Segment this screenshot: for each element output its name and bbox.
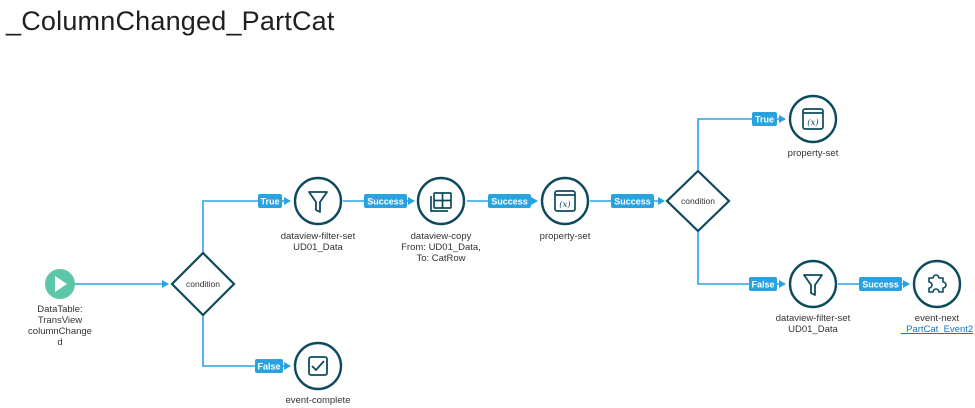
edge-label-false1: False xyxy=(255,359,283,373)
node-filter1-label: dataview-filter-set UD01_Data xyxy=(280,231,356,253)
filter-icon xyxy=(308,191,328,213)
node-prop2[interactable]: (x) xyxy=(788,94,838,144)
filter-icon xyxy=(803,274,823,296)
table-icon xyxy=(430,192,452,212)
node-complete[interactable] xyxy=(293,341,343,391)
variable-icon: (x) xyxy=(554,190,576,212)
svg-text:True: True xyxy=(755,115,774,125)
node-next[interactable] xyxy=(912,259,962,309)
svg-text:(x): (x) xyxy=(559,199,570,210)
svg-text:True: True xyxy=(260,197,279,207)
edge-label-success2: Success xyxy=(488,194,531,208)
svg-text:False: False xyxy=(257,362,280,372)
edge-label-success4: Success xyxy=(859,277,902,291)
edge-condition1-filter1 xyxy=(202,197,291,252)
edge-condition2-prop2 xyxy=(697,115,786,170)
node-prop2-label: property-set xyxy=(787,148,839,159)
node-start[interactable] xyxy=(45,269,75,299)
play-icon xyxy=(55,276,67,292)
node-prop1-label: property-set xyxy=(539,231,591,242)
edge-label-true2: True xyxy=(752,112,777,126)
node-condition1[interactable]: condition xyxy=(170,251,236,317)
node-condition2[interactable]: condition xyxy=(665,169,731,233)
node-copy-label: dataview-copy From: UD01_Data, To: CatRo… xyxy=(401,231,481,264)
svg-text:Success: Success xyxy=(491,197,528,207)
node-start-label: DataTable: TransView columnChange d xyxy=(28,304,92,348)
edge-condition1-complete xyxy=(202,316,291,370)
svg-text:condition: condition xyxy=(186,279,220,289)
node-complete-label: event-complete xyxy=(285,395,351,406)
edge-label-true1: True xyxy=(258,194,282,208)
node-next-label: event-next _PartCat_Event2 xyxy=(900,313,974,335)
svg-text:Success: Success xyxy=(862,280,899,290)
node-prop1[interactable]: (x) xyxy=(540,176,590,226)
edge-label-success3: Success xyxy=(611,194,654,208)
checkbox-icon xyxy=(308,356,328,376)
variable-icon: (x) xyxy=(802,108,824,130)
edge-condition2-filter2 xyxy=(697,232,786,288)
edge-label-false2: False xyxy=(749,277,777,291)
event-link[interactable]: _PartCat_Event2 xyxy=(900,324,974,335)
svg-text:Success: Success xyxy=(367,197,404,207)
edge-label-success1: Success xyxy=(364,194,407,208)
node-filter2[interactable] xyxy=(788,259,838,309)
puzzle-icon xyxy=(928,274,947,293)
svg-text:(x): (x) xyxy=(807,117,818,128)
page-title: _ColumnChanged_PartCat xyxy=(6,6,335,36)
svg-text:Success: Success xyxy=(614,197,651,207)
node-filter2-label: dataview-filter-set UD01_Data xyxy=(775,313,851,335)
svg-text:False: False xyxy=(751,280,774,290)
svg-text:condition: condition xyxy=(681,196,715,206)
node-filter1[interactable] xyxy=(293,176,343,226)
node-copy[interactable] xyxy=(416,176,466,226)
